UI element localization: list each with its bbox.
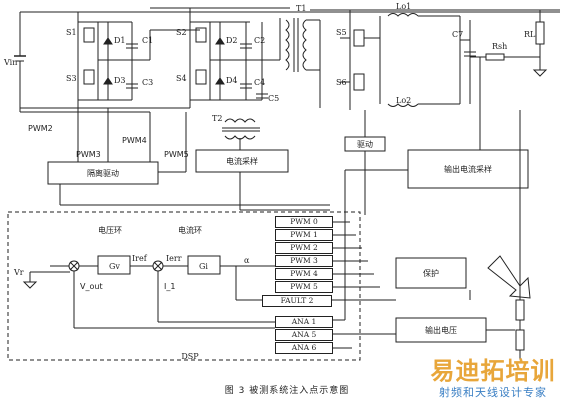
output-current-sampling-block: 输出电流采样: [444, 165, 492, 174]
t2-label: T2: [212, 114, 223, 123]
isolated-driver-block: 隔离驱动: [87, 169, 119, 178]
c2-label: C2: [254, 36, 266, 45]
current-loop-label: 电流环: [178, 226, 202, 235]
d3-label: D3: [114, 76, 126, 85]
pwm5-side-label: PWM5: [164, 150, 189, 159]
gi-label: Gi: [199, 262, 208, 271]
dsp-port-pwm5: PWM 5: [275, 281, 333, 293]
lo2-label: Lo2: [396, 96, 412, 105]
dsp-port-pwm4: PWM 4: [275, 268, 333, 280]
watermark: 易迪拓培训 射频和天线设计专家: [418, 358, 568, 400]
watermark-subtitle: 射频和天线设计专家: [439, 386, 547, 399]
vin-label: Vin: [4, 58, 18, 67]
c1-label: C1: [142, 36, 154, 45]
i-1-label: I_1: [164, 282, 176, 291]
dsp-port-pwm0: PWM 0: [275, 216, 333, 228]
iref-label: Iref: [132, 254, 147, 263]
rsh-label: Rsh: [492, 42, 508, 51]
pwm2-side-label: PWM2: [28, 124, 53, 133]
gv-label: Gv: [109, 262, 120, 271]
s6-label: S6: [336, 78, 347, 87]
c5-label: C5: [268, 94, 280, 103]
dsp-port-fault2: FAULT 2: [262, 295, 332, 307]
s3-label: S3: [66, 74, 77, 83]
output-voltage-block: 输出电压: [425, 326, 457, 335]
d4-label: D4: [226, 76, 238, 85]
s2-label: S2: [176, 28, 187, 37]
dsp-boundary: [7, 211, 361, 361]
driver-block: 驱动: [357, 140, 373, 149]
t1-label: T1: [296, 4, 307, 13]
dsp-port-pwm1: PWM 1: [275, 229, 333, 241]
rl-label: RL: [524, 30, 536, 39]
dsp-port-ana6: ANA 6: [275, 342, 333, 354]
dsp-label: DSP: [181, 352, 199, 361]
c3-label: C3: [142, 78, 154, 87]
voltage-loop-label: 电压环: [98, 226, 122, 235]
v-out-label: V_out: [80, 282, 103, 291]
ierr-label: Ierr: [166, 254, 182, 263]
c7-label: C7: [452, 30, 464, 39]
c4-label: C4: [254, 78, 266, 87]
d2-label: D2: [226, 36, 238, 45]
dsp-port-pwm2: PWM 2: [275, 242, 333, 254]
watermark-title: 易迪拓培训: [430, 357, 556, 385]
dsp-port-ana1: ANA 1: [275, 316, 333, 328]
dsp-port-ana5: ANA 5: [275, 329, 333, 341]
lo1-label: Lo1: [396, 2, 412, 11]
dsp-port-pwm3: PWM 3: [275, 255, 333, 267]
s1-label: S1: [66, 28, 77, 37]
pwm3-side-label: PWM3: [76, 150, 101, 159]
pwm4-side-label: PWM4: [122, 136, 147, 145]
vref-label: Vr: [14, 268, 24, 277]
protection-block: 保护: [423, 269, 439, 278]
s5-label: S5: [336, 28, 347, 37]
current-sampling-block: 电流采样: [226, 157, 258, 166]
s4-label: S4: [176, 74, 187, 83]
d1-label: D1: [114, 36, 126, 45]
figure-caption: 图 3 被测系统注入点示意图: [224, 386, 350, 396]
alpha-label: α: [244, 256, 250, 265]
